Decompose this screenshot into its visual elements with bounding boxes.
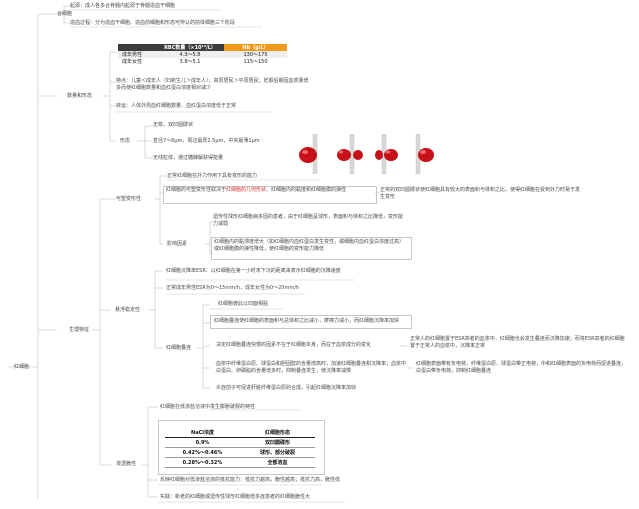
plasticity-intro[interactable]: 正常红细胞在外力作用下具有变形的能力 xyxy=(167,173,258,179)
origin-item[interactable]: 造血过程：分为造血干细胞、造血前细胞和形态可辨认的前体细胞三个阶段 xyxy=(70,20,236,26)
table-cell: 球形、部分破裂 xyxy=(240,447,315,458)
factors-node[interactable]: 影响因素 xyxy=(167,241,188,247)
plasticity-node[interactable]: 可塑变形性 xyxy=(116,196,142,202)
table-cell: 0.42%～0.46% xyxy=(165,447,240,458)
nacl-table-box xyxy=(158,420,325,475)
table-cell: 双凹圆碟形 xyxy=(240,437,315,448)
table-cell: 全部溶血 xyxy=(240,457,315,468)
plasticity-definition-box[interactable] xyxy=(163,186,377,204)
branch-quantity[interactable]: 数量和形态 xyxy=(67,93,93,99)
rouleaux-item[interactable]: 红细胞彼此以凹面相贴 xyxy=(218,301,269,307)
suspension-node[interactable]: 悬浮稳定性 xyxy=(115,307,141,313)
shape-item[interactable]: 直径7～8μm，周边最厚2.5μm，中央最薄1μm xyxy=(153,138,260,144)
esr-definition[interactable]: 红细胞沉降率ESR：以红细胞在第一小时末下沉的距离来表示红细胞的沉降速度 xyxy=(166,268,341,274)
table-cell: 0.9% xyxy=(165,437,240,448)
rbc-deformation-illustration xyxy=(299,134,434,174)
table-header: 红细胞形态 xyxy=(240,428,315,438)
origin-item[interactable]: 起源：成人各多合骨髓内起源于骨髓造血干细胞 xyxy=(70,3,176,9)
factor-item[interactable]: 红细胞内的黏滞度增大（如红细胞内血红蛋白发生变性，或细胞内血红蛋白浓度过高）或红… xyxy=(214,239,405,252)
rouleaux-node[interactable]: 红细胞叠连 xyxy=(166,345,192,351)
rouleaux-item[interactable]: 决定红细胞叠连快慢的因素不在于红细胞本身，而在于血浆成分的变化 xyxy=(216,342,372,348)
plasticity-note[interactable]: 正常的双凹圆碟状使红细胞具有较大的表面积与体积之比，使得红细胞在受到外力时易于发… xyxy=(380,187,581,200)
rouleaux-item[interactable]: 炎症前子可促进肝脏纤维蛋白原的合成，引起红细胞沉降率加快 xyxy=(216,385,357,391)
definition-suffix: 、红细胞内的黏度和红细胞膜的弹性 xyxy=(266,187,347,193)
table-cell: 4.3～5.8 xyxy=(179,52,201,58)
factor-item[interactable]: 遗传性球形红细胞病多因的患者，由于红细胞呈球形，表面积与体积之比降低，变形能力减… xyxy=(213,214,404,227)
shape-item[interactable]: 无线粒体，通过糖酵解获得能量 xyxy=(153,155,224,161)
definition-highlight: 红细胞的几何形状 xyxy=(226,187,267,193)
definition-prefix: 红细胞的可塑变形性取决于 xyxy=(166,187,227,193)
osmotic-node[interactable]: 渗透脆性 xyxy=(116,461,137,467)
shape-item[interactable]: 无核，双凹圆碟状 xyxy=(153,122,194,128)
osmotic-intro[interactable]: 红细胞在低渗盐溶液中发生膨胀破裂的特性 xyxy=(160,404,256,410)
rouleaux-item[interactable]: 血浆中纤维蛋白原、球蛋白和胆固醇的含量增高时，加速红细胞叠连和沉降率；血浆中白蛋… xyxy=(216,361,407,374)
esr-normal[interactable]: 正常成年男性ESR为0～15mm/h，成年女性为0～20mm/h xyxy=(166,285,300,291)
table-header: NaCl浓度 xyxy=(165,428,240,438)
table-header: Hb（g/L） xyxy=(224,44,287,51)
osmotic-item[interactable]: 反映红细胞对低渗盐溶液的抵抗能力：抵抗力越高，脆性越高；抵抗力高，脆性低 xyxy=(160,477,341,483)
table-cell: 3.8～5.1 xyxy=(179,59,201,65)
factor-box[interactable] xyxy=(211,237,412,260)
branch-origin[interactable]: 合细胞 xyxy=(57,11,73,17)
table-header xyxy=(118,44,156,51)
table-cell: 130～175 xyxy=(243,52,268,58)
shape-node[interactable]: 形态 xyxy=(120,138,131,144)
table-header: RBC数量（×10¹²/L） xyxy=(156,44,224,51)
quantity-function[interactable]: 转运：人体外周血红细胞数量、血红蛋白浓度低于正常 xyxy=(116,103,237,109)
root-node[interactable]: 红细胞 xyxy=(14,364,30,370)
osmotic-item[interactable]: 实践：新老的红细胞或遗传性球形红细胞增多症患者的红细胞脆性大 xyxy=(160,494,311,500)
nacl-table: NaCl浓度 红细胞形态 0.9% 双凹圆碟形 0.42%～0.46% 球形、部… xyxy=(165,428,315,468)
rouleaux-item[interactable]: 红细胞叠连使红细胞的表面积与总体积之比减小，摩擦力减小，而红细胞沉降率加快 xyxy=(214,318,400,324)
rouleaux-note[interactable]: 正常人的红细胞置于ESR高者的血浆中，红细胞也会发生叠连而沉降加速；而将ESR高… xyxy=(410,336,625,349)
rbc-value-table: RBC数量（×10¹²/L） Hb（g/L） 成年男性 4.3～5.8 130～… xyxy=(118,44,287,65)
table-cell: 0.28%～0.32% xyxy=(165,457,240,468)
plasticity-definition[interactable]: 红细胞的可塑变形性取决于红细胞的几何形状、红细胞内的黏度和红细胞膜的弹性 xyxy=(166,187,376,194)
table-cell: 成年男性 xyxy=(122,52,143,58)
rouleaux-box[interactable] xyxy=(210,315,412,329)
table-cell: 成年女性 xyxy=(122,59,143,65)
table-cell: 115～150 xyxy=(243,59,268,65)
branch-physiology[interactable]: 生理特征 xyxy=(69,327,90,333)
quantity-feature[interactable]: 特点：儿童＜成年人（妇新生儿＞成年人）；高原居民＞平原居民；妊娠后期因血浆量增多… xyxy=(116,78,309,91)
fibrinogen-note[interactable]: 红细胞表面带有负电荷，纤维蛋白原、球蛋白带正电荷，中和红细胞表面的负电荷而促进叠… xyxy=(416,361,627,374)
